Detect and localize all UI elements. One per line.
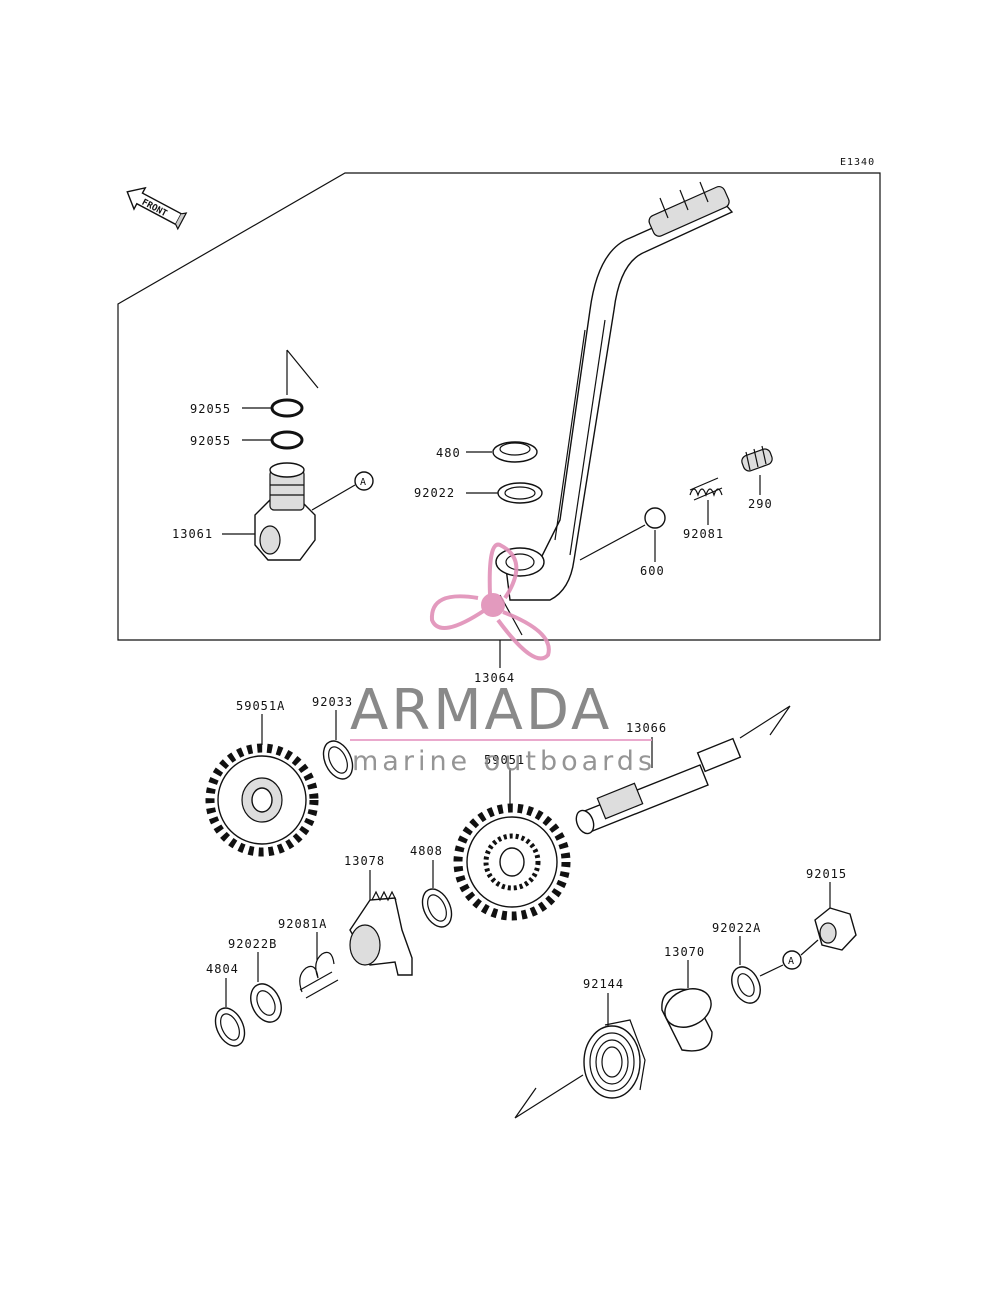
front-arrow-icon: FRONT xyxy=(126,186,188,231)
label-13078: 13078 xyxy=(344,854,385,868)
spring-92081-drawing xyxy=(689,477,723,501)
washer-4808-drawing xyxy=(421,888,453,928)
diagram-code: E1340 xyxy=(840,157,875,168)
gear-59051-drawing xyxy=(453,803,571,921)
washer-480-drawing xyxy=(492,441,543,504)
nut-92015-drawing xyxy=(814,907,857,951)
label-92055-second: 92055 xyxy=(190,434,231,448)
callout-a-lower xyxy=(782,950,802,970)
watermark-brand: ARMADA xyxy=(350,678,612,743)
label-290: 290 xyxy=(748,497,773,511)
ratchet-13078-drawing xyxy=(349,890,413,976)
label-4804: 4804 xyxy=(206,962,239,976)
label-92015: 92015 xyxy=(806,867,847,881)
label-92022: 92022 xyxy=(414,486,455,500)
callout-a-upper-label: A xyxy=(360,477,367,488)
label-92022b: 92022B xyxy=(228,937,277,951)
callout-a-lower-label: A xyxy=(788,956,795,967)
label-92081a: 92081A xyxy=(278,917,327,931)
ball-600-drawing xyxy=(644,507,666,529)
ring-92055-drawing xyxy=(270,349,319,450)
label-92081: 92081 xyxy=(683,527,724,541)
watermark-tagline: marine outboards xyxy=(352,746,656,777)
label-13066: 13066 xyxy=(626,721,667,735)
kick-pedal-drawing xyxy=(495,181,734,601)
label-92144: 92144 xyxy=(583,977,624,991)
circlip-4804-drawing xyxy=(214,1007,246,1047)
gear-59051a-drawing xyxy=(205,743,319,857)
upper-frame xyxy=(117,172,881,641)
label-92055-top: 92055 xyxy=(190,402,231,416)
label-59051a: 59051A xyxy=(236,699,285,713)
label-480: 480 xyxy=(436,446,461,460)
label-13064: 13064 xyxy=(474,671,515,685)
shaft-13066-drawing xyxy=(575,737,742,835)
callout-a-upper xyxy=(354,471,374,491)
label-92033: 92033 xyxy=(312,695,353,709)
lever-holder-13061-drawing xyxy=(254,462,316,561)
collar-13070-drawing xyxy=(661,988,713,1052)
washer-92022b-drawing xyxy=(250,983,282,1023)
spring-92081a-drawing xyxy=(299,951,339,999)
washer-92022a-drawing xyxy=(731,966,761,1004)
label-600: 600 xyxy=(640,564,665,578)
label-4808: 4808 xyxy=(410,844,443,858)
armada-watermark-logo: ARMADA marine outboards xyxy=(350,542,656,777)
torsion-spring-92144-drawing xyxy=(583,1019,646,1099)
label-13070: 13070 xyxy=(664,945,705,959)
label-92022a: 92022A xyxy=(712,921,761,935)
label-13061: 13061 xyxy=(172,527,213,541)
label-59051: 59051 xyxy=(484,753,525,767)
collar-92033-drawing xyxy=(322,740,354,780)
spring-cap-290-drawing xyxy=(741,445,773,472)
